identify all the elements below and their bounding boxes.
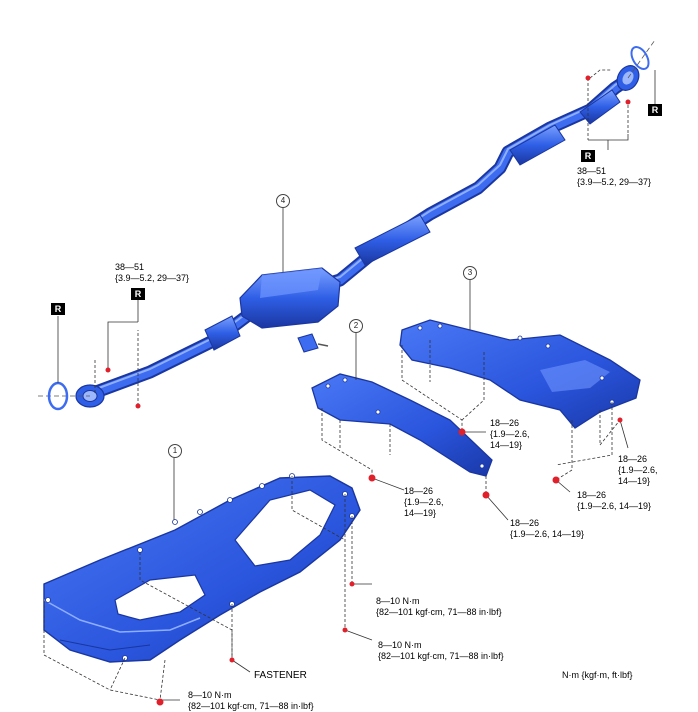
callout-part-4: 4 bbox=[276, 194, 290, 208]
callout-part-3: 3 bbox=[463, 266, 477, 280]
replace-mark-front-gasket: R bbox=[51, 303, 65, 315]
torque-front-flange: 38—51 {3.9—5.2, 29—37} bbox=[115, 262, 190, 283]
units-legend: N·m {kgf·m, ft·lbf} bbox=[562, 670, 633, 680]
torque-cover1-a: 8—10 N·m {82—101 kgf·cm, 71—88 in·lbf} bbox=[376, 596, 502, 617]
gasket-rear bbox=[627, 39, 656, 79]
torque-cover1-b: 8—10 N·m {82—101 kgf·cm, 71—88 in·lbf} bbox=[378, 640, 504, 661]
fastener-label: FASTENER bbox=[254, 670, 307, 681]
callout-part-1: 1 bbox=[168, 444, 182, 458]
exhaust-pipe bbox=[75, 65, 640, 408]
callout-leaders bbox=[57, 70, 656, 701]
under-cover-1 bbox=[43, 473, 361, 663]
torque-cover3-center: 18—26 {1.9—2.6, 14—19} bbox=[490, 418, 530, 450]
torque-cover1-c: 8—10 N·m {82—101 kgf·cm, 71—88 in·lbf} bbox=[188, 690, 314, 711]
replace-mark-rear-nuts: R bbox=[581, 150, 595, 162]
torque-cover3-lower: 18—26 {1.9—2.6, 14—19} bbox=[577, 490, 652, 511]
torque-cover3-right: 18—26 {1.9—2.6, 14—19} bbox=[618, 454, 658, 486]
torque-cover2-right: 18—26 {1.9—2.6, 14—19} bbox=[510, 518, 585, 539]
torque-cover2-left: 18—26 {1.9—2.6, 14—19} bbox=[404, 486, 444, 518]
callout-part-2: 2 bbox=[349, 319, 363, 333]
replace-mark-front-nuts: R bbox=[131, 288, 145, 300]
replace-mark-rear-gasket: R bbox=[648, 104, 662, 116]
under-cover-3 bbox=[399, 319, 641, 429]
under-cover-2 bbox=[311, 373, 493, 477]
bolt-markers bbox=[105, 75, 631, 706]
torque-rear-flange: 38—51 {3.9—5.2, 29—37} bbox=[577, 166, 652, 187]
leader-lines bbox=[43, 69, 629, 701]
